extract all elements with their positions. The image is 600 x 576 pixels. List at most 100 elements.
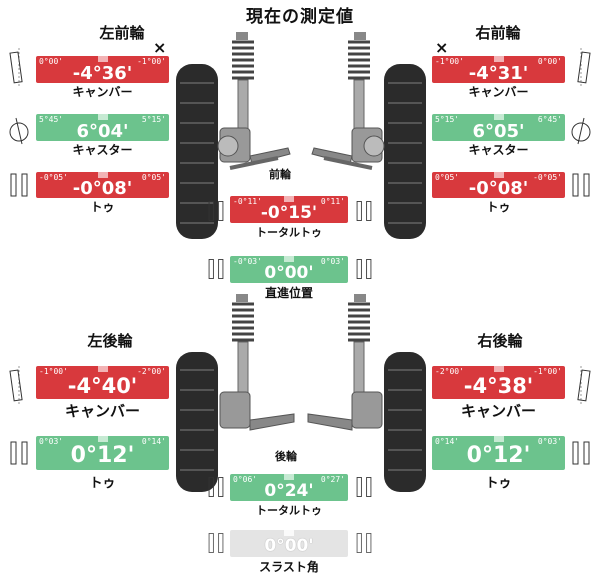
gauge-min: -0°11'	[233, 197, 262, 206]
gauge-range-marker	[493, 114, 504, 120]
rear-left-camber-value: -4°40'	[67, 374, 138, 398]
front-total-toe-value: -0°15'	[260, 203, 318, 223]
gauge-range-marker	[284, 474, 294, 480]
gauge-range-marker	[97, 114, 108, 120]
steering-icon	[208, 259, 224, 279]
gauge-max: -1°00'	[533, 367, 562, 376]
rear-right-camber-gauge: -2°00' -1°00' -4°38'	[432, 366, 565, 399]
front-right-caster-gauge: 5°15' 6°45' 6°05'	[432, 114, 565, 141]
steering-icon	[356, 259, 372, 279]
front-left-caster-gauge: 5°45' 5°15' 6°04'	[36, 114, 169, 141]
rear-right-toe-label: トゥ	[485, 476, 512, 491]
straight-ahead-gauge: -0°03' 0°03' 0°00'	[230, 256, 348, 283]
gauge-range-marker	[97, 436, 108, 442]
rear-total-toe-gauge: 0°06' 0°27' 0°24'	[230, 474, 348, 501]
front-total-toe-label: トータルトゥ	[256, 226, 322, 239]
front-right-caster-label: キャスター	[468, 143, 529, 157]
rear-right-camber-label: キャンバー	[460, 402, 536, 420]
front-total-toe-gauge: -0°11' 0°11' -0°15'	[230, 196, 348, 223]
cross-icon: ×	[435, 38, 449, 57]
straight-ahead-value: 0°00'	[264, 263, 314, 283]
front-left-caster-value: 6°04'	[76, 121, 129, 141]
rear-left-toe-label: トゥ	[89, 476, 116, 491]
thrust-icon	[208, 533, 224, 553]
thrust-angle-label: スラスト角	[259, 560, 319, 574]
gauge-range-marker	[493, 366, 504, 372]
front-right-camber-label: キャンバー	[468, 85, 529, 99]
front-left-camber-gauge: 0°00' -1°00' -4°36'	[36, 56, 169, 83]
toe-icon	[572, 173, 590, 197]
front-suspension-illustration	[176, 32, 426, 239]
front-right-title: 右前輪	[475, 24, 521, 42]
caster-icon	[571, 117, 591, 145]
gauge-min: -0°05'	[39, 173, 68, 182]
gauge-range-marker	[284, 196, 294, 202]
rear-total-toe-value: 0°24'	[264, 481, 314, 501]
gauge-max: -2°00'	[137, 367, 166, 376]
rear-right-toe-gauge: 0°14' 0°03' 0°12'	[432, 436, 565, 470]
straight-ahead-label: 直進位置	[264, 286, 313, 300]
front-left-toe-label: トゥ	[90, 200, 115, 214]
thrust-angle-gauge: 0°00'	[230, 530, 348, 557]
gauge-max: -1°00'	[137, 57, 166, 66]
toe-icon	[572, 441, 590, 465]
front-left-caster-label: キャスター	[72, 143, 133, 157]
camber-icon	[577, 48, 591, 86]
thrust-icon	[356, 533, 372, 553]
front-left-camber-value: -4°36'	[72, 63, 133, 83]
front-right-toe-value: -0°08'	[468, 178, 529, 198]
gauge-min: 0°03'	[39, 437, 64, 446]
cross-icon: ×	[153, 38, 167, 57]
gauge-max: 0°27'	[320, 475, 345, 484]
gauge-range-marker	[284, 530, 294, 536]
gauge-min: -0°03'	[233, 257, 262, 266]
rear-left-camber-gauge: -1°00' -2°00' -4°40'	[36, 366, 169, 399]
gauge-range-marker	[493, 436, 504, 442]
gauge-max: 0°14'	[141, 437, 166, 446]
front-left-toe-gauge: -0°05' 0°05' -0°08'	[36, 172, 169, 198]
gauge-max: 5°15'	[141, 115, 166, 124]
gauge-max: -0°05'	[533, 173, 562, 182]
camber-icon	[9, 48, 23, 86]
rear-right-title: 右後輪	[477, 332, 523, 350]
thrust-angle-value: 0°00'	[264, 536, 314, 556]
front-right-toe-gauge: 0°05' -0°05' -0°08'	[432, 172, 565, 198]
gauge-range-marker	[493, 172, 504, 178]
gauge-max: 6°45'	[537, 115, 562, 124]
front-right-camber-gauge: -1°00' 0°00' -4°31'	[432, 56, 565, 83]
front-left-title: 左前輪	[99, 24, 145, 42]
gauge-min: -2°00'	[435, 367, 464, 376]
gauge-min: -1°00'	[435, 57, 464, 66]
gauge-range-marker	[97, 172, 108, 178]
gauge-max: 0°00'	[537, 57, 562, 66]
rear-left-camber-label: キャンバー	[64, 402, 140, 420]
rear-right-toe-value: 0°12'	[466, 443, 531, 468]
toe-icon	[356, 201, 372, 221]
gauge-min: 0°00'	[39, 57, 64, 66]
camber-icon	[9, 366, 23, 404]
gauge-max: 0°03'	[537, 437, 562, 446]
front-left-toe-value: -0°08'	[72, 178, 133, 198]
gauge-min: -1°00'	[39, 367, 68, 376]
page-title: 現在の測定値	[246, 7, 354, 27]
gauge-range-marker	[97, 56, 108, 62]
rear-left-title: 左後輪	[87, 332, 133, 350]
toe-icon	[10, 173, 28, 197]
rear-total-toe-label: トータルトゥ	[256, 504, 322, 517]
toe-icon	[356, 477, 372, 497]
gauge-max: 0°05'	[141, 173, 166, 182]
front-right-caster-value: 6°05'	[472, 121, 525, 141]
gauge-range-marker	[493, 56, 504, 62]
camber-icon	[577, 366, 591, 404]
caster-icon	[9, 117, 29, 145]
front-right-camber-value: -4°31'	[468, 63, 529, 83]
rear-right-camber-value: -4°38'	[463, 374, 534, 398]
rear-suspension-illustration	[176, 294, 426, 492]
gauge-range-marker	[97, 366, 108, 372]
rear-left-toe-gauge: 0°03' 0°14' 0°12'	[36, 436, 169, 470]
gauge-max: 0°03'	[320, 257, 345, 266]
front-right-toe-label: トゥ	[486, 200, 511, 214]
rear-axle-title: 後輪	[275, 450, 297, 463]
toe-icon	[208, 477, 224, 497]
gauge-min: 0°05'	[435, 173, 460, 182]
